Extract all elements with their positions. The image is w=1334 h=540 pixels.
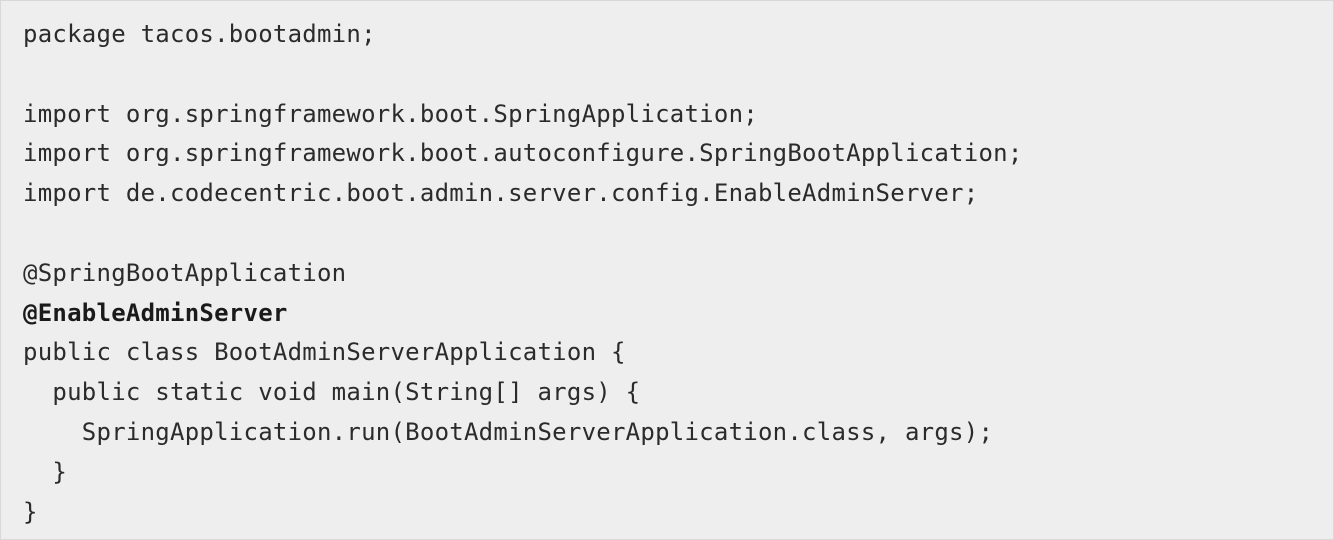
code-line-package: package tacos.bootadmin; [23, 20, 376, 48]
code-line-blank [23, 55, 1333, 95]
code-line-annotation-enable-admin-server: @EnableAdminServer [23, 298, 288, 327]
code-line-annotation-spring-boot-application: @SpringBootApplication [23, 258, 347, 287]
code-line-close-class: } [23, 497, 38, 526]
code-line-run-call: SpringApplication.run(BootAdminServerApp… [23, 417, 994, 446]
code-line-close-method: } [23, 457, 68, 486]
code-line-main-method: public static void main(String[] args) { [23, 378, 641, 407]
code-line-import-spring-boot-application: import org.springframework.boot.autoconf… [23, 139, 1023, 168]
code-line-class-declaration: public class BootAdminServerApplication … [23, 338, 626, 367]
code-line-import-spring-application: import org.springframework.boot.SpringAp… [23, 99, 758, 128]
code-line-import-enable-admin-server: import de.codecentric.boot.admin.server.… [23, 179, 979, 208]
code-line-blank [23, 214, 1333, 254]
